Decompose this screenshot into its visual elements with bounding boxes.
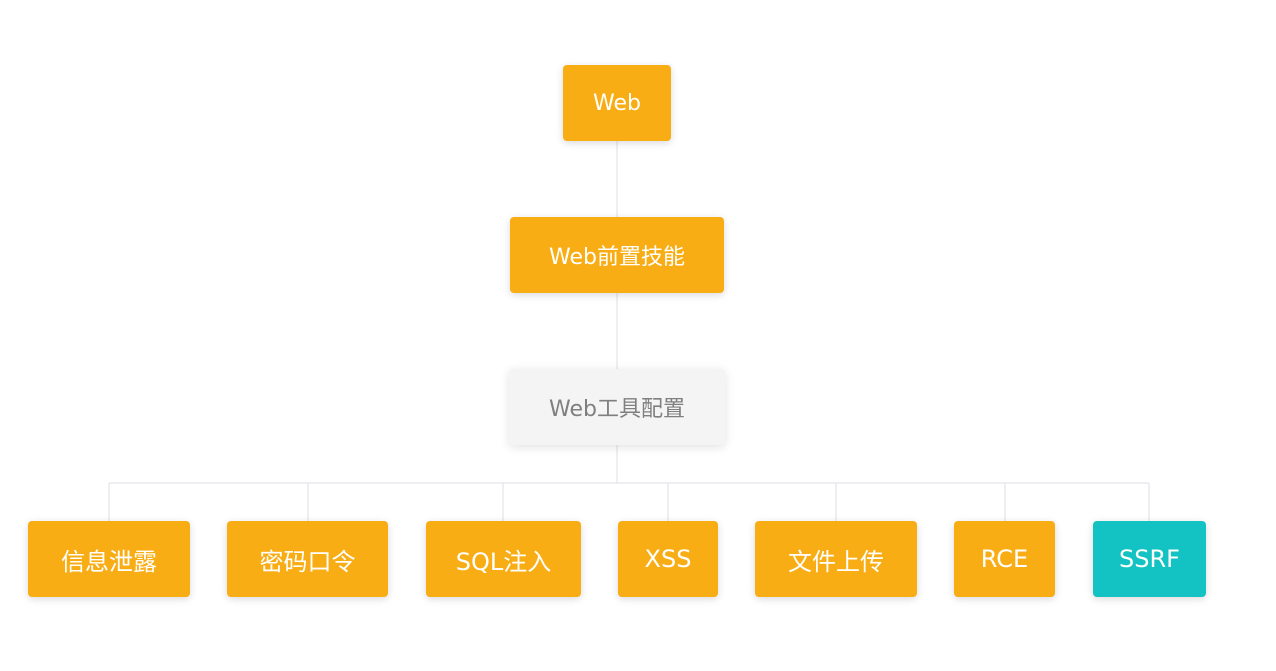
node-web-prerequisite-skills[interactable]: Web前置技能 [510, 217, 724, 293]
node-root[interactable]: Web [563, 65, 671, 141]
node-xss[interactable]: XSS [618, 521, 718, 597]
node-sql-injection[interactable]: SQL注入 [426, 521, 581, 597]
node-ssrf[interactable]: SSRF [1093, 521, 1206, 597]
node-web-tool-config[interactable]: Web工具配置 [509, 369, 725, 445]
node-file-upload[interactable]: 文件上传 [755, 521, 917, 597]
node-info-leak[interactable]: 信息泄露 [28, 521, 190, 597]
node-rce[interactable]: RCE [954, 521, 1055, 597]
node-password[interactable]: 密码口令 [227, 521, 388, 597]
